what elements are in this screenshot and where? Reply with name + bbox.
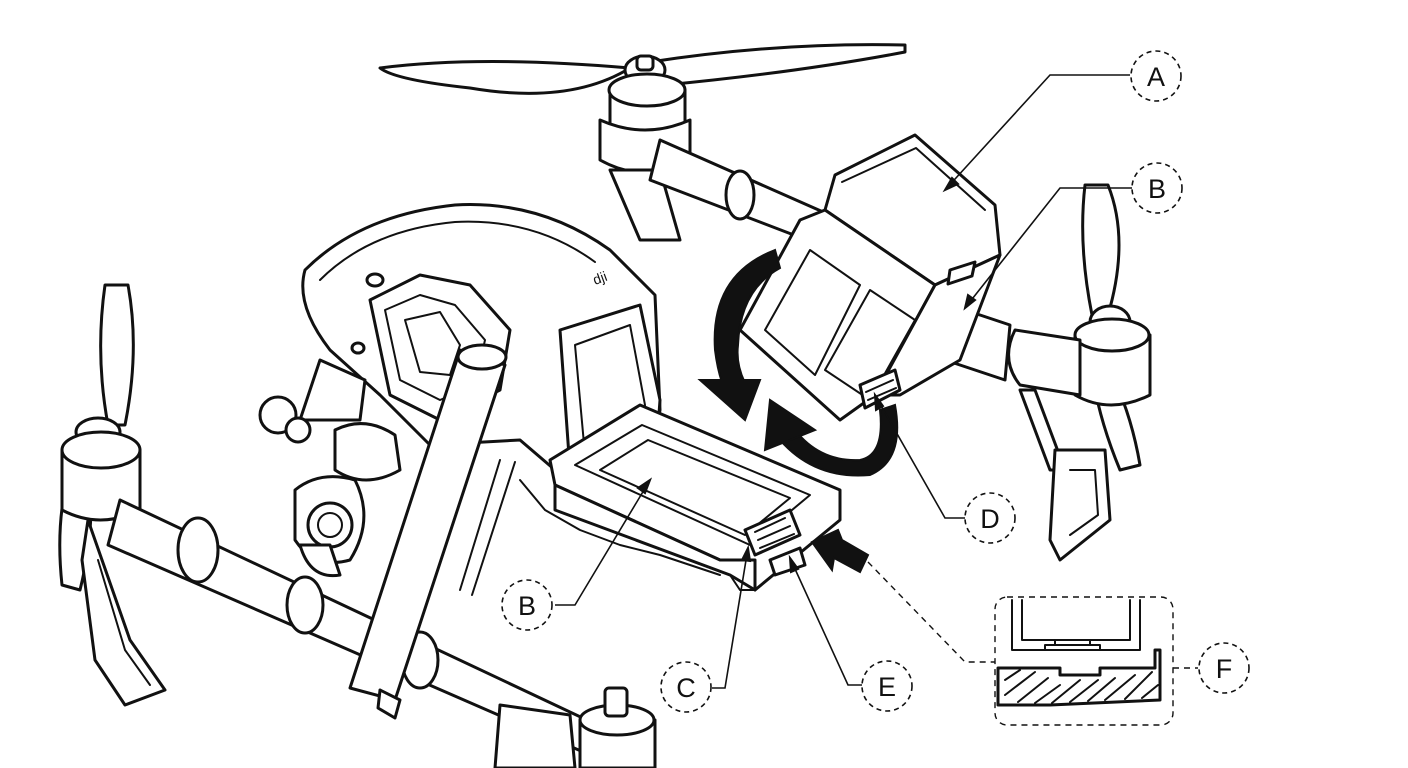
callout-b-battery: B (1131, 162, 1183, 214)
callout-f-label: F (1216, 654, 1233, 684)
landing-leg-right (1018, 388, 1112, 562)
battery-bay (519, 303, 842, 592)
callout-d-label: D (980, 504, 1000, 534)
callout-c: C (660, 661, 712, 713)
motor-bottom (493, 686, 657, 768)
callout-d: D (964, 492, 1016, 544)
arm-joint-left (176, 516, 220, 584)
callout-c-label: C (676, 673, 696, 703)
callout-b-battery-label: B (1148, 174, 1166, 204)
push-arrow-icon (810, 528, 870, 574)
leader-lines (555, 74, 1198, 689)
callout-e: E (861, 660, 913, 712)
propeller-top (378, 43, 907, 95)
rotate-arrow-icon (697, 248, 899, 477)
callout-e-label: E (878, 672, 896, 702)
callout-a-label: A (1147, 62, 1165, 92)
callout-b-bay: B (501, 579, 553, 631)
detail-inset (994, 596, 1174, 726)
callout-a: A (1130, 50, 1182, 102)
callout-b-bay-label: B (518, 591, 536, 621)
battery-connector (743, 508, 807, 577)
arm-joint-top (724, 169, 756, 221)
battery (738, 133, 1002, 422)
svg-text:dji: dji (591, 268, 610, 288)
motor-right (1007, 317, 1152, 407)
callout-f: F (1198, 642, 1250, 694)
motor-top (598, 72, 692, 242)
